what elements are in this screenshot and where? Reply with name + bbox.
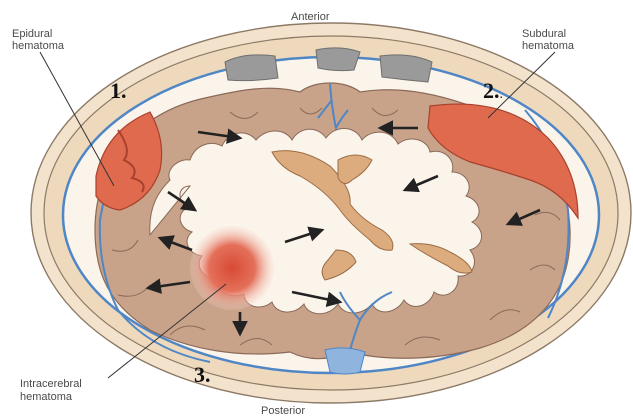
subdural-hematoma-label-line1: Subdural [522,28,566,40]
epidural-hematoma-label-line1: Epidural [12,28,52,40]
marker-2-suffix: . [500,87,504,102]
posterior-label: Posterior [261,405,305,417]
marker-2: 2.. [483,78,503,104]
intracerebral-hematoma [190,226,274,310]
superior-sagittal-sinus [325,348,365,374]
frontal-sinus-left [225,55,278,81]
marker-2-text: 2. [483,78,500,103]
marker-1: 1. [110,78,127,104]
subdural-hematoma-label-line2: hematoma [522,40,574,52]
frontal-sinus-center [316,48,360,71]
intracerebral-hematoma-label-line1: Intracerebral [20,378,82,390]
marker-3: 3. [194,362,211,388]
intracerebral-hematoma-label-line2: hematoma [20,391,72,403]
anterior-label: Anterior [291,11,330,23]
frontal-sinus-right [380,55,432,82]
epidural-hematoma-label-line2: hematoma [12,40,64,52]
